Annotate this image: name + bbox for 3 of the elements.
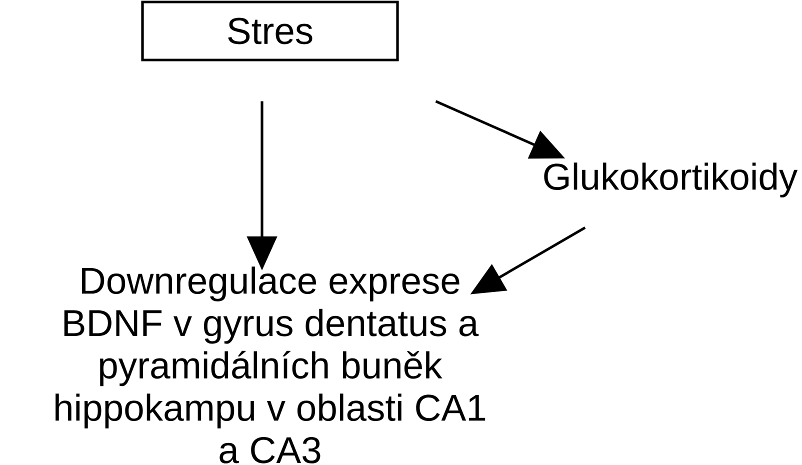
label-text: Glukokortikoidy xyxy=(544,162,798,198)
outcome-text: Downregulace exprese BDNF v gyrus dentatus a pyramidálních buněk hippokampu v oblasti CA1 a CA3 xyxy=(56,266,486,464)
process-box: Stres xyxy=(141,0,399,62)
